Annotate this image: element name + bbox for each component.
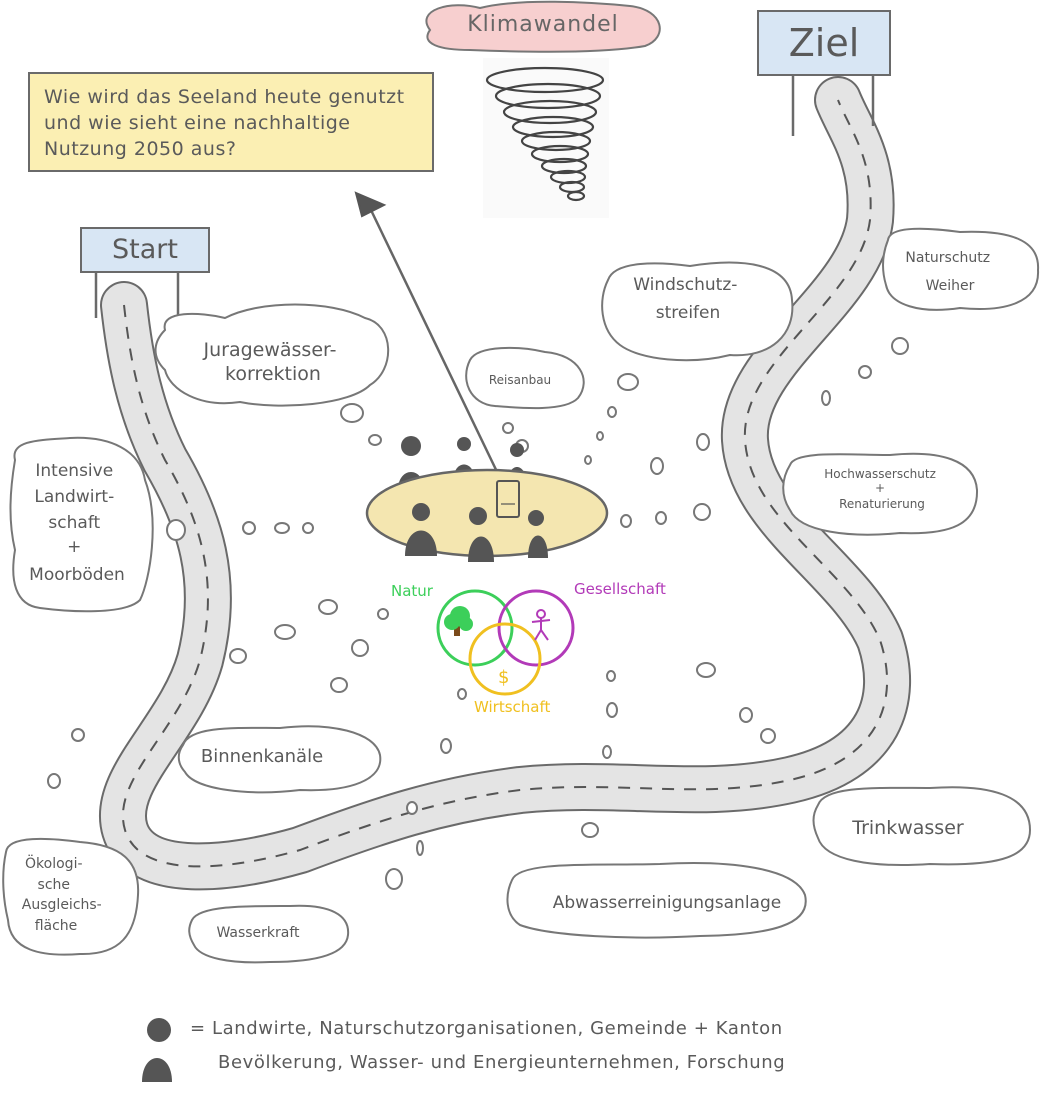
label-wirtschaft: Wirtschaft [474, 698, 550, 716]
arrow-to-question [354, 191, 502, 479]
start-sign: Start [80, 227, 210, 273]
dollar-icon: $ [498, 667, 509, 688]
cloud-abwasser [506, 862, 807, 939]
goal-sign: Ziel [757, 10, 891, 76]
cloud-intensive [9, 436, 154, 613]
person-body-icon [142, 1058, 172, 1082]
label-windschutz: Windschutz- streifen [633, 275, 743, 323]
cloud-wasserkraft [188, 904, 350, 964]
label-reisanbau: Reisanbau [489, 373, 551, 387]
legend-icons [142, 1018, 172, 1082]
cloud-binnenkanaele [177, 725, 382, 794]
person-head-icon [147, 1018, 171, 1042]
tree-icon [444, 606, 473, 636]
stick-figure-icon [531, 609, 551, 641]
label-oekologische: Ökologi- sche Ausgleichs- fläche [22, 854, 106, 934]
cloud-hochwasser [782, 452, 979, 536]
legend-line-2: Bevölkerung, Wasser- und Energieunterneh… [218, 1052, 786, 1073]
cloud-trinkwasser [812, 786, 1032, 866]
label-gesellschaft: Gesellschaft [574, 580, 666, 598]
label-hochwasser: Hochwasserschutz + Renaturierung [824, 467, 939, 511]
topic-clouds [2, 227, 1040, 964]
label-natur: Natur [391, 582, 434, 600]
topic-labels: Juragewässer- korrektion Reisanbau Winds… [22, 250, 994, 941]
cloud-windschutz [601, 261, 794, 362]
label-naturschutz: Naturschutz Weiher [905, 250, 994, 294]
thought-bubbles [47, 337, 909, 890]
cloud-naturschutz [881, 227, 1040, 311]
start-sign-posts [94, 272, 180, 318]
venn-labels: Natur Gesellschaft Wirtschaft $ [391, 580, 666, 716]
venn-diagram [436, 589, 575, 696]
label-intensive: Intensive Landwirt- schaft + Moorböden [29, 461, 125, 585]
research-question: Wie wird das Seeland heute genutzt und w… [28, 72, 434, 172]
tablet-icon [496, 480, 520, 518]
label-binnenkanaele: Binnenkanäle [201, 746, 323, 767]
label-wasserkraft: Wasserkraft [216, 925, 300, 941]
cloud-reisanbau [465, 346, 585, 410]
climate-label: Klimawandel [467, 12, 619, 37]
person-icon [405, 503, 548, 562]
legend-line-1: = Landwirte, Naturschutzorganisationen, … [190, 1018, 783, 1039]
label-juragewaesser: Juragewässer- korrektion [202, 339, 342, 385]
cloud-juragewaesser [154, 303, 390, 407]
label-abwasser: Abwasserreinigungsanlage [553, 893, 781, 913]
cloud-oekologische [2, 837, 140, 956]
road-path [99, 76, 911, 891]
goal-sign-posts [791, 76, 875, 136]
climate-cloud [425, 0, 661, 53]
label-trinkwasser: Trinkwasser [851, 817, 964, 839]
meeting-table [365, 436, 609, 562]
tornado-icon [483, 58, 609, 218]
